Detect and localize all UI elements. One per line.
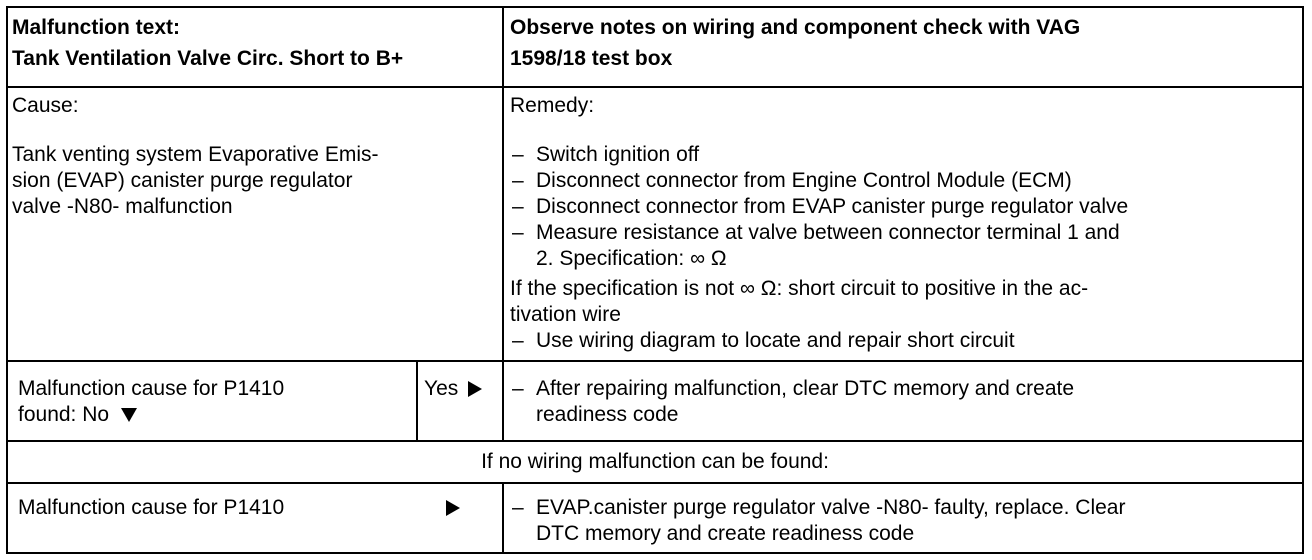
cause-line: Tank venting system Evaporative Emis- [12,143,379,166]
remedy-dash: – [512,329,524,352]
remedy-dash: – [512,169,524,192]
table-border-right [1302,6,1304,554]
found-no-label: found: No [18,403,110,426]
final-action-dash: – [512,496,524,519]
column-divider-upper [502,6,504,362]
found-cause-line2: found: No [18,402,137,428]
remedy-dash: – [512,221,524,244]
cause-label: Cause: [12,94,79,117]
yes-cell-divider [416,360,418,442]
arrow-right-icon [446,500,460,517]
found-action-line1: After repairing malfunction, clear DTC m… [536,377,1075,400]
column-divider-final [502,482,504,554]
table-border-top [6,6,1304,8]
header-divider [6,86,1304,88]
wiring-notes-line2: 1598/18 test box [510,47,673,70]
remedy-note-line1: If the specification is not ∞ Ω: short c… [510,277,1089,300]
found-action-dash: – [512,377,524,400]
yes-cell: Yes [424,376,483,402]
found-action-line2: readiness code [536,403,679,426]
remedy-label: Remedy: [510,94,595,117]
diagnostic-table: Malfunction text: Tank Ventilation Valve… [6,6,1304,554]
table-border-left [6,6,8,554]
remedy-note-line2: tivation wire [510,303,621,326]
no-wiring-malfunction-label: If no wiring malfunction can be found: [481,450,829,473]
remedy-step: Disconnect connector from EVAP canister … [536,195,1129,218]
remedy-step: Disconnect connector from Engine Control… [536,169,1072,192]
table-border-bottom [6,552,1304,554]
malfunction-text-label: Malfunction text: [12,16,180,39]
wiring-notes-line1: Observe notes on wiring and component ch… [510,16,1081,39]
remedy-dash: – [512,143,524,166]
remedy-step-continued: 2. Specification: ∞ Ω [536,247,727,270]
cause-line: valve -N80- malfunction [12,195,233,218]
found-cause-line1: Malfunction cause for P1410 [18,377,285,400]
final-cause-line: Malfunction cause for P1410 [18,496,285,519]
remedy-step-last: Use wiring diagram to locate and repair … [536,329,1015,352]
cause-row-divider [6,360,1304,362]
final-arrow-cell [446,495,460,521]
remedy-dash: – [512,195,524,218]
final-action-line2: DTC memory and create readiness code [536,522,915,545]
found-row-divider [6,440,1304,442]
final-action-line1: EVAP.canister purge regulator valve -N80… [536,496,1126,519]
remedy-step: Measure resistance at valve between conn… [536,221,1120,244]
malfunction-text-value: Tank Ventilation Valve Circ. Short to B+ [12,47,404,70]
no-wiring-divider [6,482,1304,484]
arrow-right-icon [468,381,483,398]
cause-line: sion (EVAP) canister purge regulator [12,169,353,192]
yes-label: Yes [424,377,459,400]
column-divider-found [502,360,504,442]
remedy-step: Switch ignition off [536,143,700,166]
arrow-down-icon [120,408,137,423]
